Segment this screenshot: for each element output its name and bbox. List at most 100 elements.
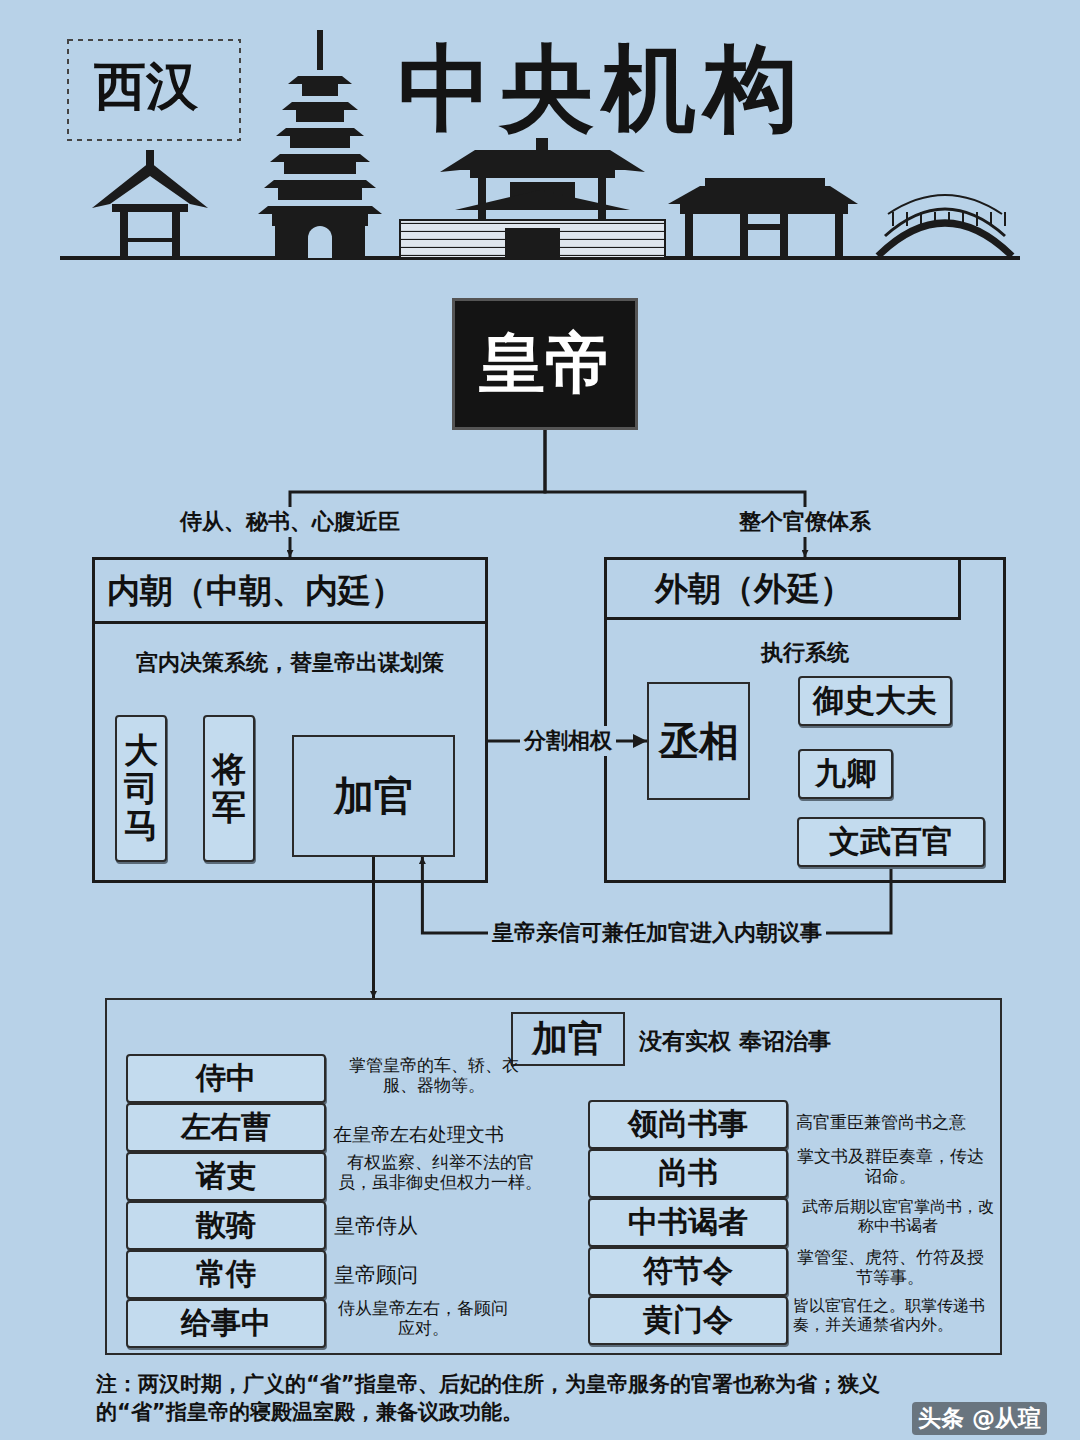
node-body: 执行系统 xyxy=(607,638,1003,668)
memorial-gate-part xyxy=(780,214,788,256)
emperor-box: 皇帝 xyxy=(452,298,638,430)
node-heading: 给事中 xyxy=(181,1303,271,1344)
node-heading: 将军 xyxy=(212,751,246,826)
node-heading: 加官 xyxy=(334,769,414,824)
title-box: 中书谒者 xyxy=(588,1198,788,1247)
description-text: 掌文书及群臣奏章，传达诏命。 xyxy=(795,1146,985,1187)
title-box: 诸吏 xyxy=(126,1152,326,1201)
pavilion xyxy=(92,150,208,256)
title-box: 尚书 xyxy=(588,1149,788,1198)
office-box: 加官 xyxy=(292,735,455,857)
connector-arrow xyxy=(545,430,805,557)
title-box: 黄门令 xyxy=(588,1296,788,1345)
office-box: 九卿 xyxy=(798,749,893,799)
pagoda-part xyxy=(272,214,368,226)
title-box: 常侍 xyxy=(126,1250,326,1299)
office-box: 御史大夫 xyxy=(798,676,952,726)
connector-label: 皇帝亲信可兼任加官进入内朝议事 xyxy=(488,918,826,948)
description-text: 掌管皇帝的车、轿、衣服、器物等。 xyxy=(334,1055,534,1096)
pavilion-part xyxy=(92,162,208,208)
description-text: 武帝后期以宦官掌尚书，改称中书谒者 xyxy=(795,1197,1001,1235)
description-text: 侍从皇帝左右，备顾问应对。 xyxy=(334,1298,512,1339)
node-heading: 丞相 xyxy=(659,714,739,769)
node-heading: 内朝（中朝、内廷） xyxy=(95,560,485,624)
node-heading: 领尚书事 xyxy=(628,1104,748,1145)
memorial-gate-part xyxy=(835,214,843,256)
pagoda-part xyxy=(275,222,365,258)
title-box: 左右曹 xyxy=(126,1103,326,1152)
office-box: 文武百官 xyxy=(797,817,985,867)
arch-bridge xyxy=(878,195,1012,256)
description-text: 皇帝顾问 xyxy=(334,1261,418,1289)
description-text: 掌管玺、虎符、竹符及授节等事。 xyxy=(795,1247,985,1288)
pagoda-part xyxy=(270,154,370,162)
pagoda-part xyxy=(264,180,376,188)
node-heading: 黄门令 xyxy=(643,1300,733,1341)
title-box: 散骑 xyxy=(126,1201,326,1250)
pavilion-part xyxy=(172,212,180,256)
node-heading: 九卿 xyxy=(815,753,877,795)
node-heading: 符节令 xyxy=(643,1251,733,1292)
palace-hall-part xyxy=(455,190,630,210)
office-box: 将军 xyxy=(203,715,255,862)
pavilion-part xyxy=(112,204,188,212)
arch-bridge-part xyxy=(888,195,1005,226)
title-frame xyxy=(68,40,240,140)
page-title: 中央机构 xyxy=(398,26,806,153)
connector-label: 整个官僚体系 xyxy=(735,507,875,537)
arch-bridge-part xyxy=(885,209,1005,236)
pagoda xyxy=(258,30,382,258)
description-text: 皆以宦官任之。职掌传递书奏，并关通禁省内外。 xyxy=(793,1296,999,1334)
node-heading: 尚书 xyxy=(658,1153,718,1194)
node-heading: 御史大夫 xyxy=(813,680,937,722)
pagoda-part xyxy=(284,162,356,174)
node-heading: 左右曹 xyxy=(181,1107,271,1148)
palace-hall-part xyxy=(598,178,606,220)
palace-hall-part xyxy=(400,220,665,258)
palace-hall-part xyxy=(478,178,486,220)
node-heading: 文武百官 xyxy=(829,821,953,863)
description-text: 高官重臣兼管尚书之意 xyxy=(796,1111,966,1134)
title-box: 侍中 xyxy=(126,1054,326,1103)
node-heading: 中书谒者 xyxy=(628,1202,748,1243)
node-heading: 散骑 xyxy=(196,1205,256,1246)
pavilion-part xyxy=(120,212,128,256)
pagoda-part xyxy=(258,206,382,214)
palace-hall-part xyxy=(440,150,645,172)
inner-court-panel: 内朝（中朝、内廷）宫内决策系统，替皇帝出谋划策大司马将军加官 xyxy=(92,557,488,883)
pagoda-part xyxy=(278,188,362,200)
memorial-gate xyxy=(668,178,858,256)
office-box: 大司马 xyxy=(115,715,167,862)
palace-hall-part xyxy=(470,170,615,178)
node-heading: 加官 xyxy=(511,1012,625,1066)
pagoda-part xyxy=(282,102,358,110)
dynasty-label: 西汉 xyxy=(94,52,198,122)
node-heading: 大司马 xyxy=(124,732,158,844)
memorial-gate-part xyxy=(668,186,858,204)
title-box: 给事中 xyxy=(126,1299,326,1348)
description-text: 在皇帝左右处理文书 xyxy=(333,1122,504,1148)
connector-arrow xyxy=(290,430,545,557)
memorial-gate-part xyxy=(705,178,825,188)
arch-bridge-part xyxy=(878,223,1012,256)
office-box: 丞相 xyxy=(647,682,750,800)
pagoda-part xyxy=(308,226,332,258)
watermark: 头条 @从瑄 xyxy=(912,1402,1047,1435)
title-box: 符节令 xyxy=(588,1247,788,1296)
description-text: 有权监察、纠举不法的官员，虽非御史但权力一样。 xyxy=(334,1152,546,1193)
title-frame-part xyxy=(68,40,240,140)
node-body: 没有实权 奉诏治事 xyxy=(639,1026,831,1057)
footnote-caption: 注：两汉时期，广义的“省”指皇帝、后妃的住所，为皇帝服务的官署也称为省；狭义的“… xyxy=(96,1370,896,1427)
palace-hall xyxy=(400,138,665,258)
pagoda-part xyxy=(288,76,352,84)
connector-label: 分割相权 xyxy=(520,726,616,756)
pagoda-part xyxy=(317,30,323,70)
pavilion-part xyxy=(146,150,154,166)
memorial-gate-part xyxy=(680,204,848,214)
connector-arrow xyxy=(372,857,375,998)
node-heading: 诸吏 xyxy=(196,1156,256,1197)
outer-court-panel: 外朝（外廷） 执行系统丞相 御史大夫九卿文武百官 xyxy=(604,557,1006,883)
memorial-gate-part xyxy=(740,214,748,256)
node-heading: 外朝（外廷） xyxy=(607,560,961,620)
